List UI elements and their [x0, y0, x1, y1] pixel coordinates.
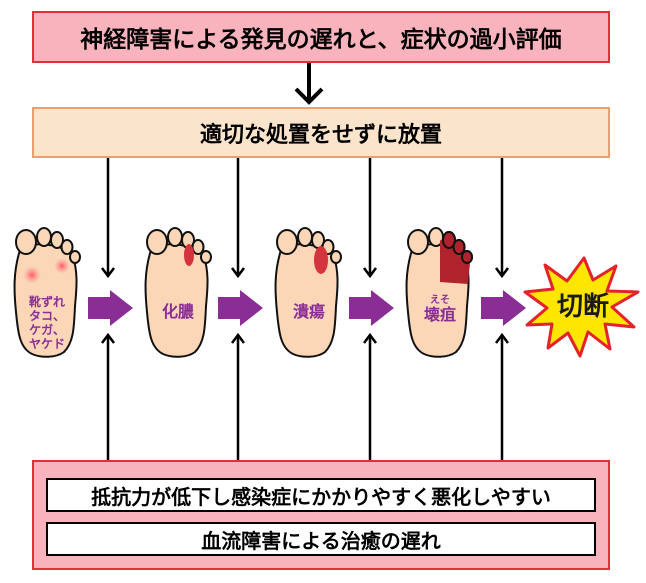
- up-arrows: [101, 332, 509, 460]
- factor-infection-text: 抵抗力が低下し感染症にかかりやすく悪化しやすい: [91, 484, 551, 509]
- top-cause-box: 神経障害による発見の遅れと、症状の過小評価: [32, 11, 610, 63]
- top-to-mid-arrowhead: [294, 87, 324, 105]
- stage-1-line-2: タコ、: [29, 309, 65, 323]
- amputation-label: 切断: [557, 291, 609, 322]
- factor-infection: 抵抗力が低下し感染症にかかりやすく悪化しやすい: [46, 478, 596, 512]
- neglect-box: 適切な処置をせずに放置: [32, 107, 610, 158]
- neglect-text: 適切な処置をせずに放置: [199, 122, 442, 148]
- stage-1-line-1: 靴ずれ: [29, 294, 65, 309]
- foot-stage-4: [405, 227, 473, 358]
- stage-4-label: 壊疽: [424, 305, 456, 324]
- aggravating-factors-box: 抵抗力が低下し感染症にかかりやすく悪化しやすい 血流障害による治癒の遅れ: [32, 460, 610, 570]
- stage-3-label: 潰瘍: [293, 302, 325, 321]
- foot-stage-2: [144, 227, 212, 358]
- amputation-burst: [523, 256, 640, 358]
- foot-stage-3: [274, 227, 342, 358]
- down-arrows: [101, 158, 509, 279]
- stage-1-line-3: ケガ、: [29, 322, 65, 337]
- stage-2-label: 化膿: [162, 302, 195, 321]
- factor-blood-flow: 血流障害による治癒の遅れ: [46, 522, 596, 556]
- stage-1-line-4: ヤケド: [29, 337, 65, 351]
- top-cause-text: 神経障害による発見の遅れと、症状の過小評価: [80, 27, 562, 53]
- stage-1-label: 靴ずれ タコ、 ケガ、 ヤケド: [29, 294, 65, 351]
- foot-stage-1: [13, 227, 81, 358]
- factor-blood-flow-text: 血流障害による治癒の遅れ: [201, 528, 441, 553]
- stage-4-ruby: えそ: [430, 294, 450, 306]
- progression-arrows: [88, 290, 526, 326]
